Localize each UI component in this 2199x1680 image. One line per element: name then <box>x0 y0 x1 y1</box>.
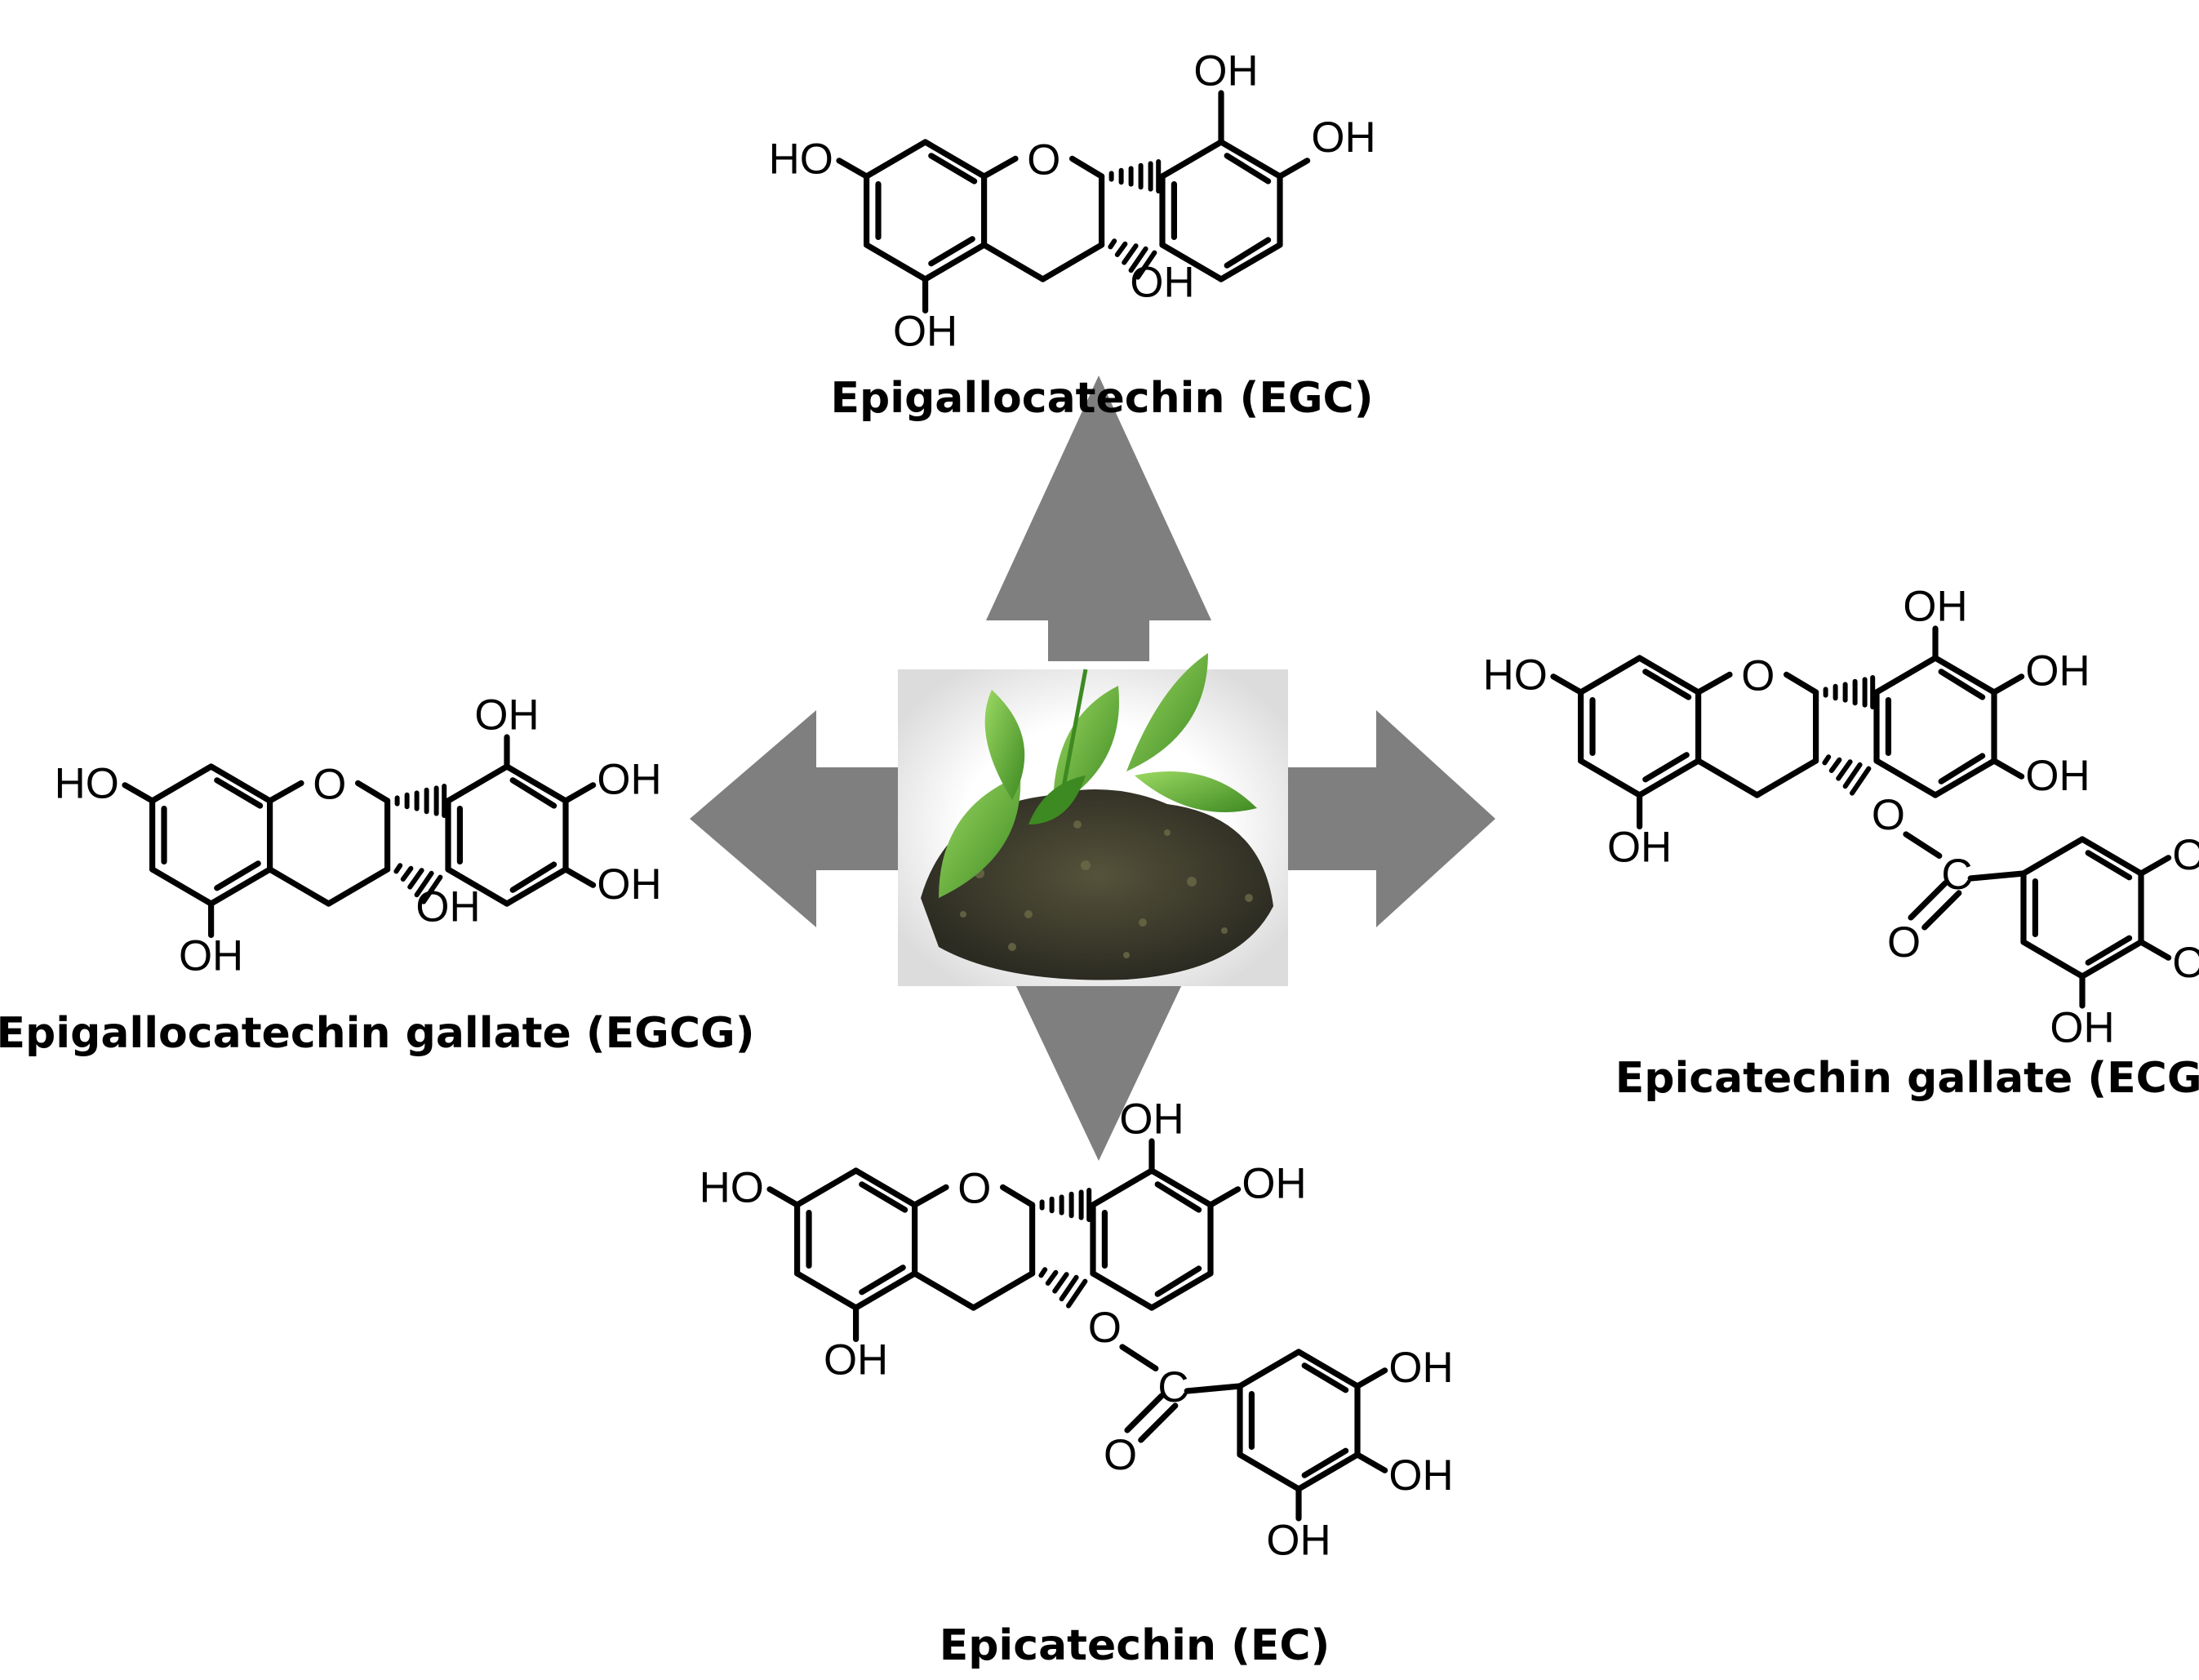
caption-ec: Epicatechin (EC) <box>939 1621 1331 1670</box>
egc-ring-o: O <box>1027 136 1060 184</box>
egc-oh-4p: OH <box>1311 113 1375 162</box>
egcg-oh-3: OH <box>415 883 480 931</box>
egcg-oh-5: OH <box>179 932 243 980</box>
egcg-ring-o: O <box>313 761 346 809</box>
egcg-oh-4p: OH <box>597 756 661 804</box>
egcg-oh-3p: OH <box>474 691 539 739</box>
ecg-ester-o: O <box>1872 791 1905 839</box>
egc-oh-3p: OH <box>1193 47 1258 95</box>
ec-ring-o: O <box>957 1165 991 1213</box>
egcg-oh-5p: OH <box>597 860 661 909</box>
ecg-carbonyl-c: C <box>1941 851 1972 899</box>
ecg-oh-5p: OH <box>2025 752 2090 800</box>
structure-egc: OH OH O HO OH OH <box>769 47 1376 355</box>
ecg-oh-4p: OH <box>2025 647 2090 696</box>
structure-ec: OH OH O HO OH O C O OH OH OH <box>700 1095 1454 1564</box>
ecg-oh-3p: OH <box>1903 582 1967 630</box>
caption-ecg: Epicatechin gallate (ECG) <box>1615 1054 2199 1103</box>
structure-ecg: OH OH OH O HO OH O C O OH OH OH <box>1483 582 2199 1051</box>
egc-oh-3: OH <box>1130 259 1194 307</box>
arrow-right <box>1257 710 1495 927</box>
caption-egc: Epigallocatechin (EGC) <box>830 374 1374 423</box>
ec-ester-o: O <box>1088 1304 1122 1352</box>
ecg-ho-7: HO <box>1483 651 1548 699</box>
ec-gallate-oh-b: OH <box>1388 1451 1453 1500</box>
structure-egcg: OH OH OH O HO OH OH <box>55 691 662 980</box>
egc-oh-5: OH <box>893 308 957 356</box>
caption-egcg: Epigallocatechin gallate (EGCG) <box>0 1009 755 1058</box>
egc-ho-7: HO <box>769 135 833 183</box>
ecg-gallate-oh-b: OH <box>2172 939 2199 987</box>
ec-ho-7: HO <box>700 1163 764 1211</box>
ec-oh-3p: OH <box>1119 1095 1184 1143</box>
ec-oh-5: OH <box>824 1336 888 1384</box>
ecg-gallate-oh-c: OH <box>2050 1003 2114 1051</box>
ecg-carbonyl-o: O <box>1887 918 1921 967</box>
ecg-ring-o: O <box>1741 652 1775 700</box>
ec-gallate-oh-a: OH <box>1388 1344 1453 1392</box>
arrow-left <box>690 710 931 927</box>
ec-carbonyl-o: O <box>1104 1431 1137 1479</box>
egcg-ho-7: HO <box>55 759 119 807</box>
green-tea-leaves-icon <box>898 653 1288 986</box>
ec-oh-4p: OH <box>1242 1160 1306 1208</box>
ec-gallate-oh-c: OH <box>1266 1516 1331 1564</box>
ecg-oh-5: OH <box>1607 824 1672 872</box>
ecg-gallate-oh-a: OH <box>2172 831 2199 879</box>
arrow-up <box>986 376 1211 661</box>
ec-carbonyl-c: C <box>1157 1363 1188 1411</box>
